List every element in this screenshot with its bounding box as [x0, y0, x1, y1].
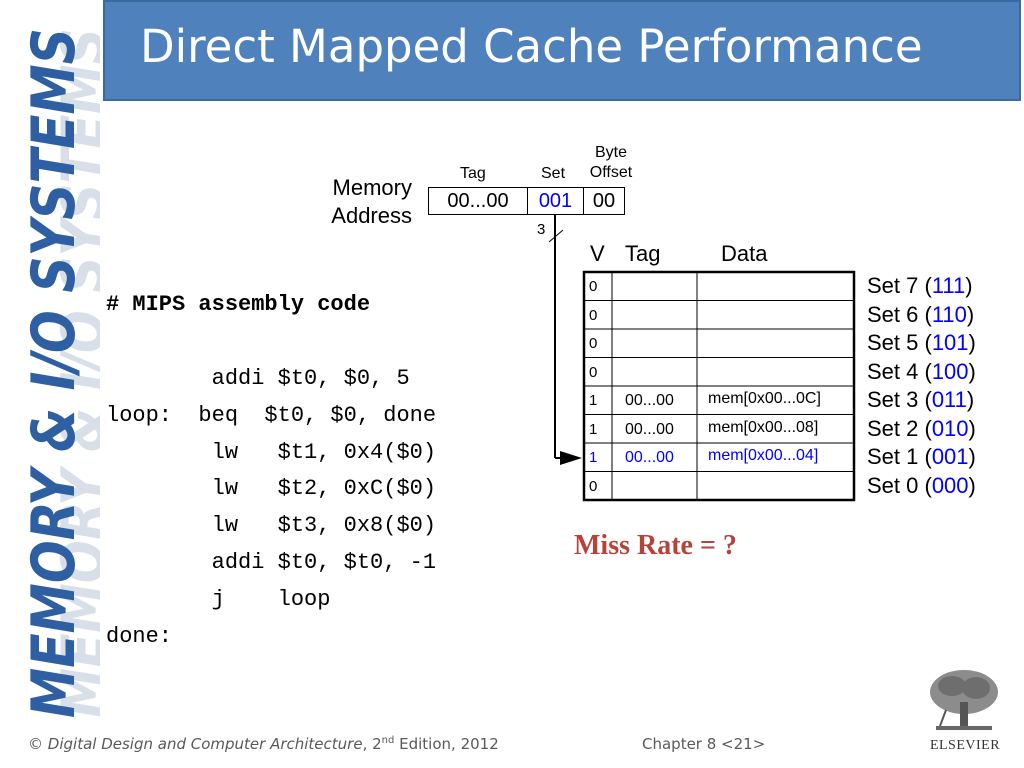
- set-index-label: Set 4 (100): [867, 359, 976, 385]
- code-line: lw $t1, 0x4($0): [106, 439, 437, 465]
- set-name: Set 7 (: [867, 273, 932, 298]
- cache-row-valid-bit: 1: [589, 420, 598, 438]
- set-name: Set 6 (: [867, 301, 932, 327]
- set-close-paren: ): [968, 472, 976, 498]
- set-bits: 101: [931, 330, 969, 355]
- code-line: addi $t0, $t0, -1: [106, 549, 437, 575]
- set-bits-width: 3: [537, 221, 546, 238]
- cache-row-valid-bit: 0: [589, 278, 598, 295]
- code-line: j loop: [106, 586, 331, 612]
- set-name: Set 2 (: [867, 415, 932, 441]
- set-close-paren: ): [968, 358, 976, 384]
- set-close-paren: ): [968, 415, 976, 441]
- book-title: Digital Design and Computer Architecture: [47, 735, 363, 753]
- cache-row-data: mem[0x00...04]: [708, 447, 819, 464]
- code-block: addi $t0, $0, 5 loop: beq $t0, $0, done l…: [106, 366, 436, 660]
- cache-row-tag: 00...00: [625, 392, 674, 409]
- edition-suffix: nd: [381, 735, 395, 746]
- set-index-label: Set 6 (110): [867, 302, 974, 328]
- address-set-field: 001: [527, 187, 584, 215]
- set-close-paren: ): [968, 444, 976, 469]
- set-bits: 110: [931, 301, 967, 327]
- set-index-label: Set 1 (001): [867, 444, 976, 470]
- title-bar: [103, 0, 1021, 101]
- side-title-reflection: MEMORY & I/O SYSTEMS: [49, 28, 100, 718]
- set-close-paren: ): [966, 301, 975, 327]
- set-bits: 111: [931, 273, 966, 298]
- page-title: Direct Mapped Cache Performance: [140, 20, 923, 73]
- code-line: lw $t3, 0x8($0): [106, 513, 437, 539]
- memory-address-label-line2: Address: [331, 203, 412, 228]
- footer-citation: © Digital Design and Computer Architectu…: [28, 735, 499, 753]
- cache-row-valid-bit: 1: [589, 449, 598, 466]
- code-line: done:: [106, 623, 173, 649]
- set-name: Set 4 (: [867, 358, 932, 384]
- address-offset-field: 00: [583, 187, 625, 215]
- set-name: Set 0 (: [867, 472, 932, 498]
- index-arrow: [548, 214, 582, 465]
- cache-row-data: mem[0x00...0C]: [708, 390, 821, 407]
- set-close-paren: ): [968, 330, 976, 355]
- set-index-label: Set 5 (101): [867, 330, 976, 356]
- cache-row-tag: 00...00: [625, 420, 674, 438]
- side-title-text: MEMORY & I/O SYSTEMS: [19, 28, 89, 718]
- set-close-paren: ): [965, 273, 973, 298]
- set-index-label: Set 7 (111): [867, 273, 973, 299]
- memory-address-label-line1: Memory: [332, 175, 412, 200]
- cache-row-tag: 00...00: [625, 449, 674, 466]
- address-set-header: Set: [541, 165, 566, 182]
- offset-header-line1: Byte: [594, 144, 627, 161]
- cache-row-valid-bit: 0: [589, 477, 598, 495]
- edition-number: , 2: [362, 735, 382, 753]
- address-tag-field: 00...00: [428, 187, 528, 215]
- code-comment: # MIPS assembly code: [106, 292, 371, 317]
- miss-rate-question: Miss Rate = ?: [574, 530, 737, 561]
- chapter-page-number: Chapter 8 <21>: [642, 735, 766, 753]
- memory-address-label: Memory Address: [320, 174, 412, 230]
- set-bits: 000: [931, 472, 969, 498]
- set-index-label: Set 0 (000): [867, 473, 976, 499]
- cache-row-valid-bit: 0: [589, 306, 598, 324]
- set-bits: 100: [931, 358, 969, 384]
- cache-row-valid-bit: 0: [589, 363, 598, 381]
- cache-data-header: Data: [721, 241, 768, 266]
- cache-row-valid-bit: 0: [589, 335, 598, 352]
- address-tag-header: Tag: [460, 165, 486, 182]
- set-bits: 011: [931, 387, 967, 412]
- address-offset-header: Byte Offset: [585, 143, 637, 183]
- code-line: addi $t0, $0, 5: [106, 366, 410, 391]
- cache-row-data: mem[0x00...08]: [708, 418, 819, 436]
- set-index-label: Set 2 (010): [867, 416, 976, 442]
- cache-row-valid-bit: 1: [589, 392, 598, 409]
- set-name: Set 1 (: [867, 444, 932, 469]
- edition-rest: Edition, 2012: [394, 735, 499, 753]
- side-title: MEMORY & I/O SYSTEMS MEMORY & I/O SYSTEM…: [19, 28, 100, 718]
- offset-header-line2: Offset: [589, 164, 633, 181]
- set-close-paren: ): [966, 387, 975, 412]
- set-index-label: Set 3 (011): [867, 387, 974, 413]
- set-bits: 001: [931, 444, 969, 469]
- set-name: Set 3 (: [867, 387, 932, 412]
- code-line: loop: beq $t0, $0, done: [106, 402, 437, 428]
- cache-table: [582, 270, 856, 502]
- elsevier-tree-logo: [922, 666, 1006, 736]
- copyright-symbol: ©: [28, 735, 43, 753]
- code-line: lw $t2, 0xC($0): [106, 476, 437, 502]
- set-name: Set 5 (: [867, 330, 932, 355]
- cache-tag-header: Tag: [625, 241, 661, 266]
- publisher-name: ELSEVIER: [929, 738, 1001, 753]
- cache-v-header: V: [590, 241, 605, 266]
- set-bits: 010: [931, 415, 969, 441]
